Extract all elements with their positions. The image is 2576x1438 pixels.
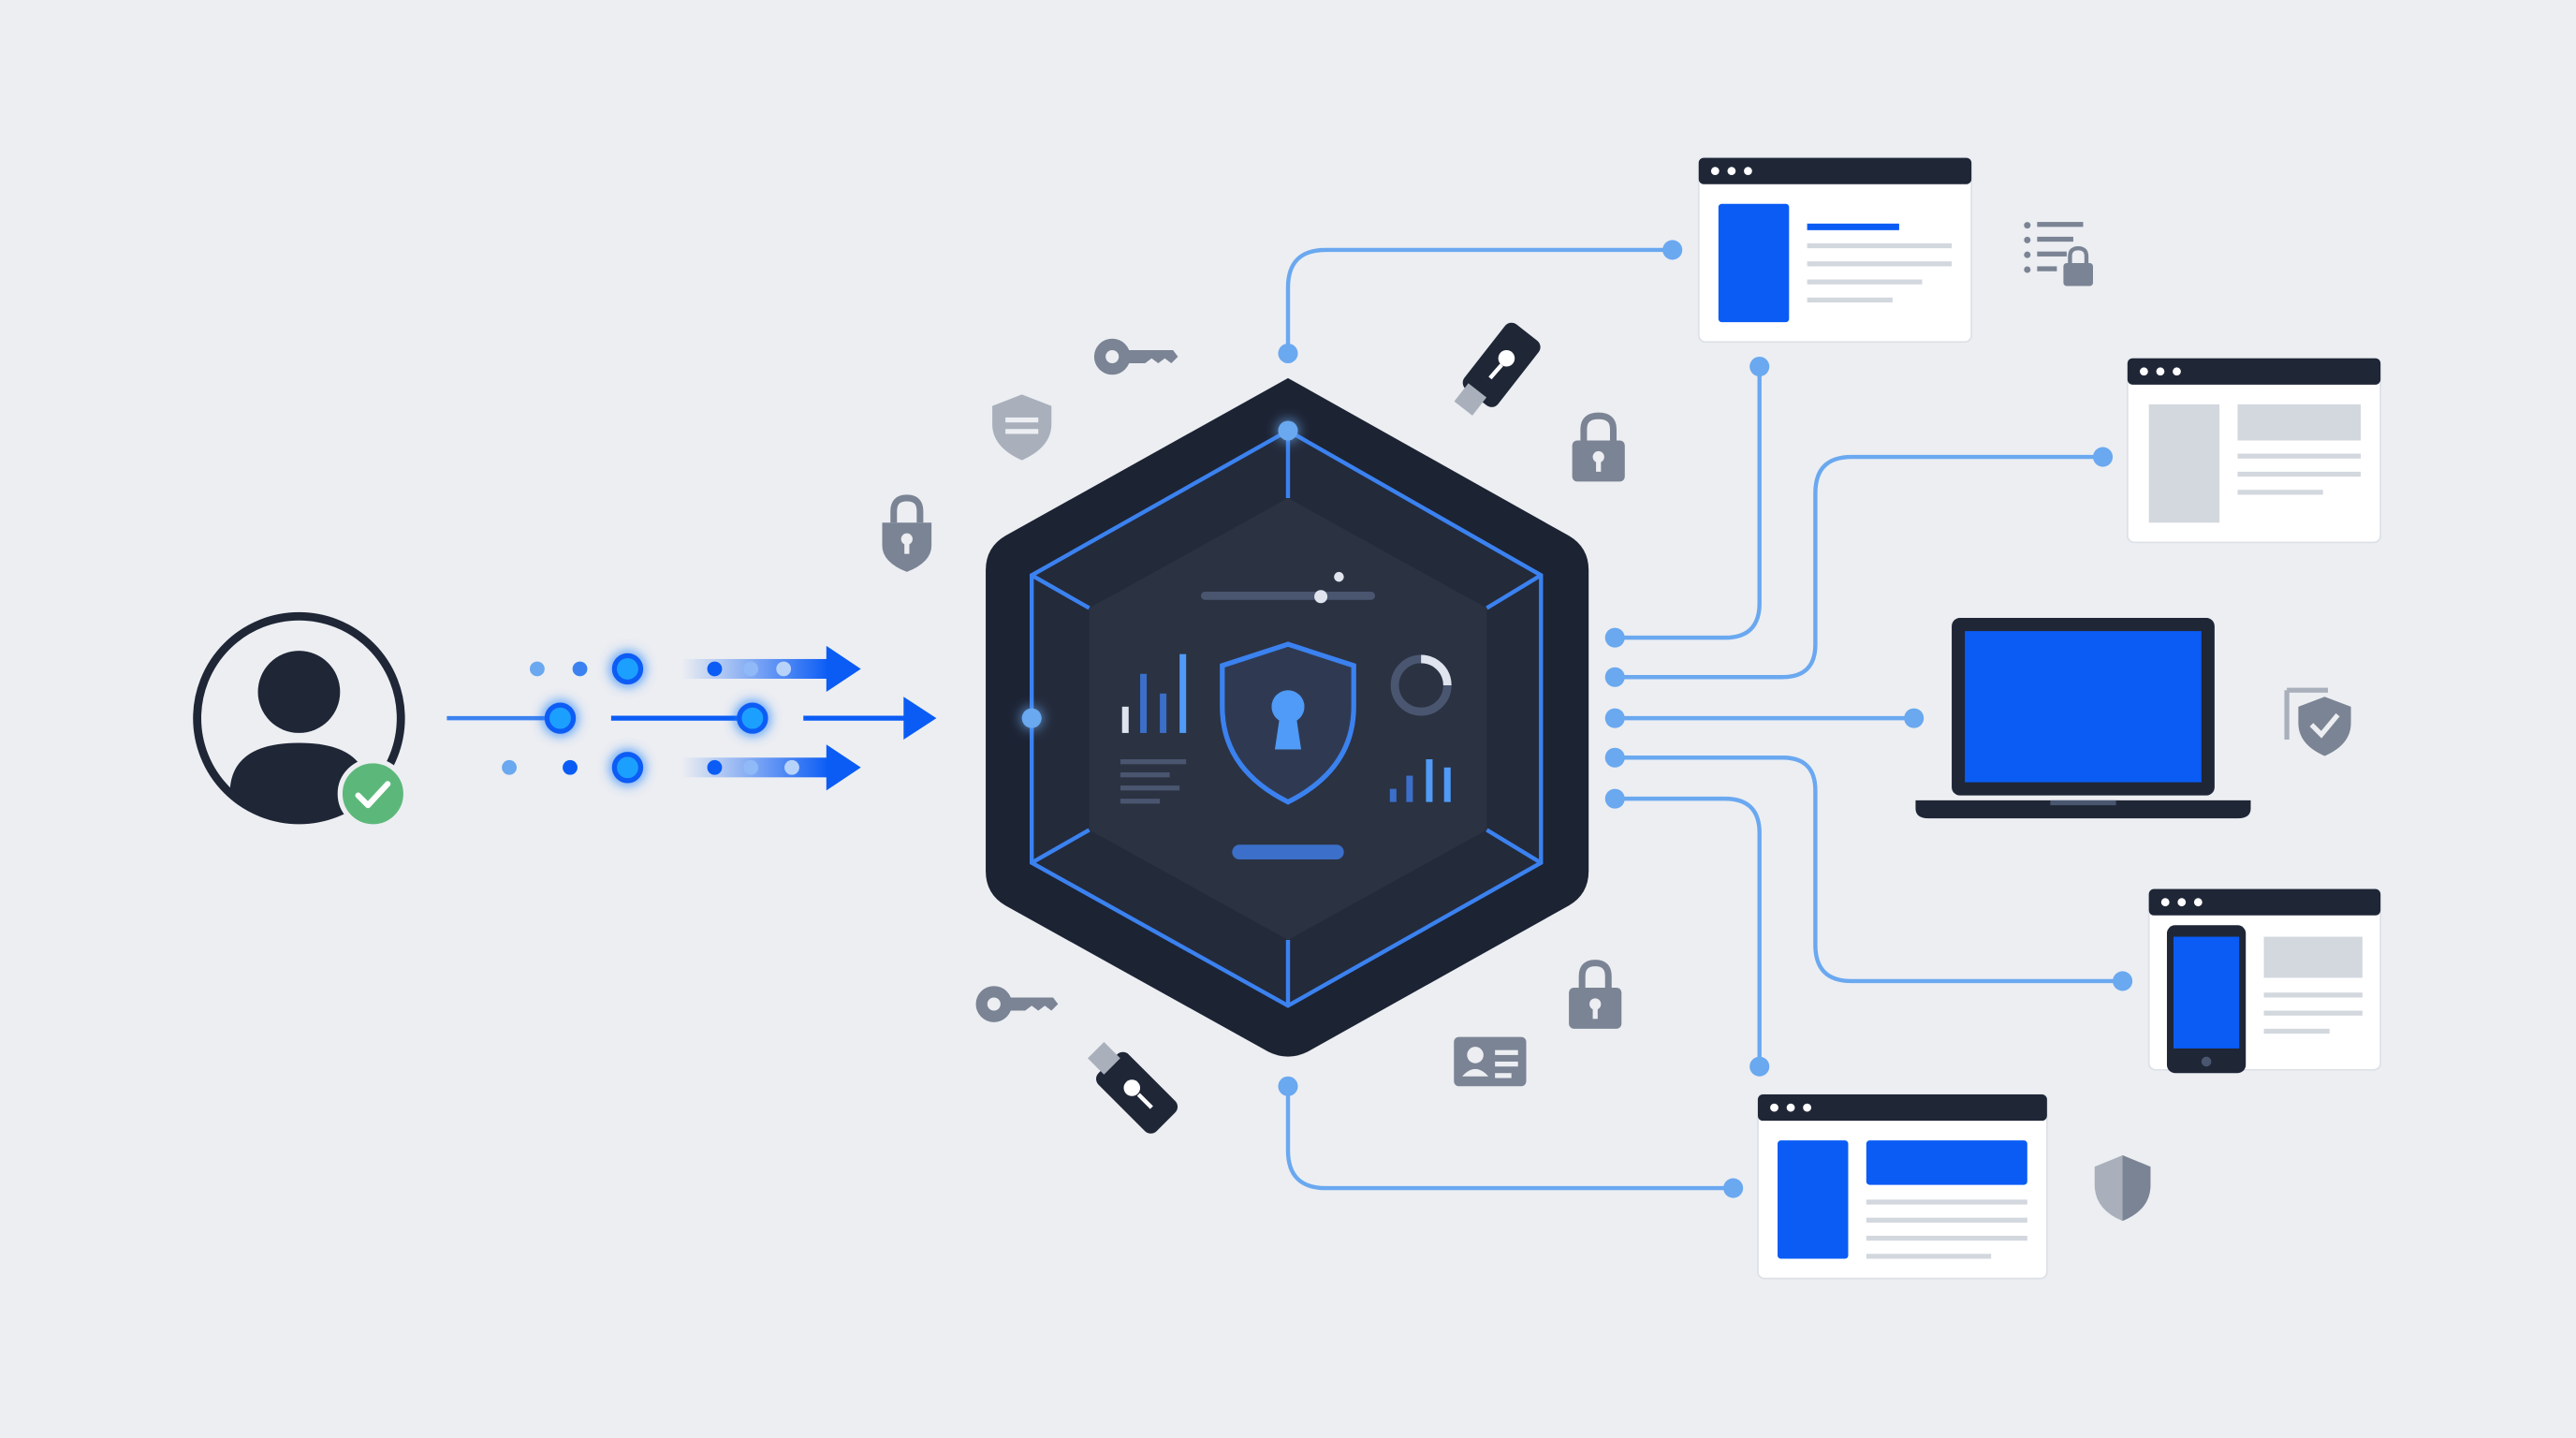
keyhole-shield-icon — [1220, 641, 1356, 805]
shield-check-icon — [2284, 687, 2351, 756]
connector-lines — [1285, 247, 2123, 1191]
verified-check-icon — [337, 758, 409, 829]
data-flow-arrows — [446, 645, 937, 791]
usb-key-icon — [1088, 1042, 1178, 1134]
donut-chart-icon — [1389, 654, 1452, 802]
id-card-icon — [1454, 1036, 1527, 1087]
key-icon — [1093, 338, 1178, 375]
key-icon — [975, 986, 1059, 1022]
lock-icon — [882, 494, 932, 572]
connector-nodes — [1278, 240, 2133, 1198]
user-avatar-icon — [193, 611, 405, 825]
browser-window-upper-right[interactable] — [2126, 357, 2382, 544]
bar-chart-icon — [1120, 653, 1187, 804]
shield-icon — [2094, 1154, 2151, 1222]
shield-icon — [992, 394, 1052, 461]
lock-icon — [1569, 960, 1622, 1029]
browser-window-bottom[interactable] — [1757, 1093, 2048, 1280]
phone-icon — [2166, 925, 2247, 1074]
security-hub — [986, 377, 1589, 1057]
lock-icon — [1572, 412, 1625, 482]
laptop-icon[interactable] — [1915, 618, 2251, 819]
list-lock-icon — [2024, 222, 2093, 286]
mobile-window[interactable] — [2147, 888, 2382, 1074]
browser-window-top[interactable] — [1697, 156, 1972, 344]
usb-key-icon — [1454, 322, 1541, 416]
